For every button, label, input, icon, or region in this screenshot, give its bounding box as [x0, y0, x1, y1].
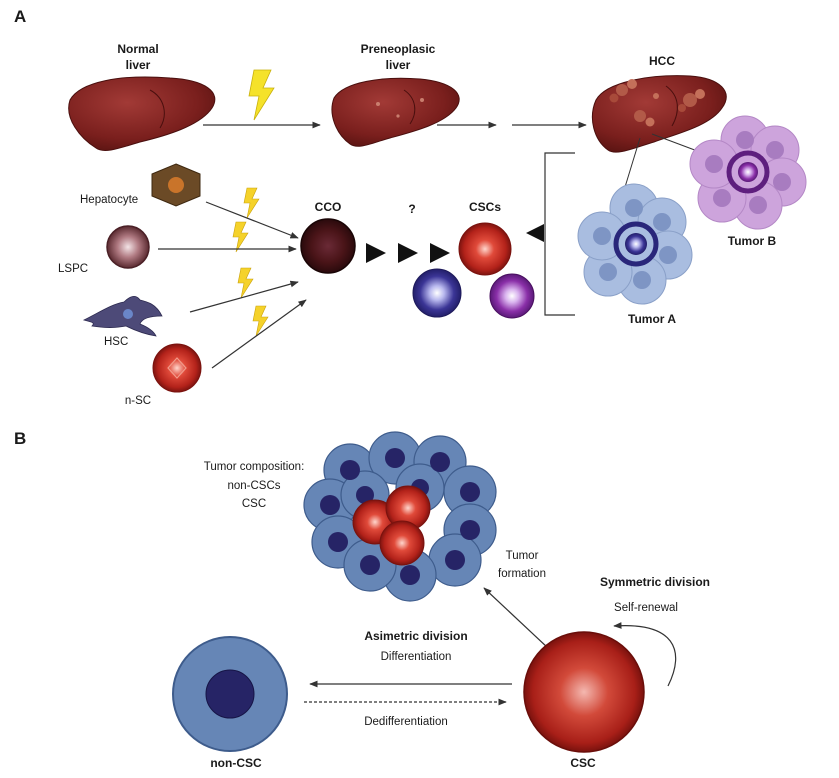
hsc-label: HSC: [104, 336, 128, 348]
progression-arrowheads: [366, 243, 450, 263]
csc-red-cell: [458, 222, 512, 276]
hcc-to-tumor-b-line: [651, 133, 701, 153]
tumor-a-label: Tumor A: [628, 312, 676, 326]
hcc-liver-image: [592, 75, 727, 153]
non-csc-label: non-CSC: [210, 756, 262, 770]
differentiation-label: Differentiation: [381, 651, 452, 663]
dedifferentiation-label: Dedifferentiation: [364, 716, 448, 728]
normal-liver-image: [68, 76, 216, 151]
lspc-label: LSPC: [58, 263, 88, 275]
tumor-formation-line2: formation: [498, 568, 546, 580]
csc-purple-cell: [489, 273, 535, 319]
csc-label: CSC: [570, 756, 596, 770]
lightning-icon-small: [232, 187, 269, 337]
arrow-nsc-to-cco: [211, 299, 307, 369]
lightning-icon: [248, 69, 275, 121]
panel-a-letter: A: [14, 7, 26, 26]
panel-b-letter: B: [14, 429, 26, 448]
cco-cell: [300, 218, 356, 274]
bracket: [544, 152, 575, 316]
tumor-composition-title: Tumor composition:: [204, 461, 305, 473]
preneoplasic-liver-title-line1: Preneoplasic: [361, 42, 436, 56]
hepatocyte-label: Hepatocyte: [80, 194, 138, 206]
arrow-hepatocyte-to-cco: [205, 201, 299, 239]
question-mark: ?: [408, 202, 415, 216]
self-renewal-label: Self-renewal: [614, 602, 678, 614]
bracket-pointer: [526, 224, 544, 242]
preneoplasic-liver-image: [331, 77, 460, 147]
hepatocyte-cell: [151, 163, 201, 207]
normal-liver-title-line1: Normal: [117, 42, 158, 56]
csc-cell: [523, 631, 645, 753]
asimetric-division-label: Asimetric division: [364, 629, 467, 643]
cscs-label: CSCs: [469, 200, 501, 214]
nsc-cell: [152, 343, 202, 393]
hcc-title: HCC: [649, 54, 675, 68]
preneoplasic-liver-title-line2: liver: [386, 58, 411, 72]
lspc-cell: [106, 225, 150, 269]
cco-label: CCO: [315, 200, 342, 214]
tumor-b-label: Tumor B: [728, 234, 777, 248]
csc-blue-cell: [412, 268, 462, 318]
tumor-b-cluster: [689, 115, 807, 230]
arrow-tumor-formation: [483, 587, 549, 649]
tumor-composition-cluster: [303, 431, 497, 602]
symmetric-division-label: Symmetric division: [600, 575, 710, 589]
tumor-formation-line1: Tumor: [506, 550, 539, 562]
arrow-hsc-to-cco: [189, 280, 299, 313]
self-renewal-arrow: [613, 622, 677, 687]
tumor-composition-csc: CSC: [242, 498, 266, 510]
nsc-label: n-SC: [125, 395, 151, 407]
tumor-composition-noncscs: non-CSCs: [227, 480, 280, 492]
non-csc-cell: [172, 636, 288, 752]
tumor-a-cluster: [577, 183, 693, 305]
hsc-cell: [82, 296, 163, 337]
normal-liver-title-line2: liver: [126, 58, 151, 72]
